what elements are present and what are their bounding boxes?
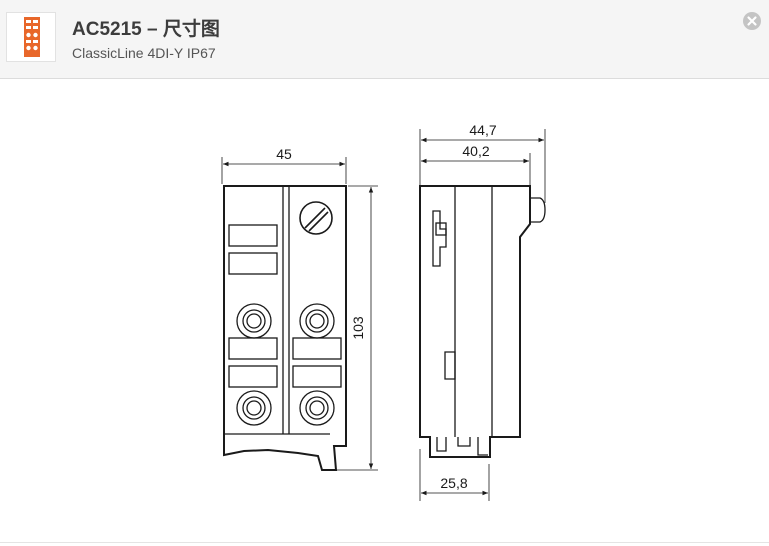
side-depth-total-label: 44,7 bbox=[469, 122, 496, 138]
page-title: AC5215 – 尺寸图 bbox=[72, 19, 220, 40]
front-width-label: 45 bbox=[276, 146, 292, 162]
dimension-drawing: 45 103 44,7 40,2 25,8 bbox=[0, 79, 769, 519]
front-height-label: 103 bbox=[350, 316, 366, 340]
close-button[interactable] bbox=[743, 12, 761, 30]
side-view bbox=[419, 129, 546, 501]
side-depth-body-label: 40,2 bbox=[462, 143, 489, 159]
footer-divider bbox=[0, 542, 769, 543]
side-rail-label: 25,8 bbox=[440, 475, 467, 491]
product-thumbnail-icon bbox=[6, 12, 56, 62]
page-subtitle: ClassicLine 4DI-Y IP67 bbox=[72, 45, 216, 61]
front-view bbox=[221, 157, 378, 471]
dialog-header: AC5215 – 尺寸图 ClassicLine 4DI-Y IP67 bbox=[0, 0, 769, 79]
close-icon bbox=[747, 16, 757, 26]
